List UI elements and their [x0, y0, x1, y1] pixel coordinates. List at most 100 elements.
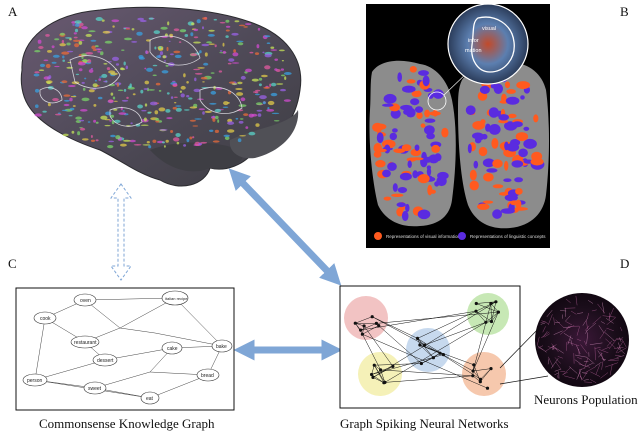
gsnn-node	[478, 377, 483, 381]
flatmap-blob	[410, 148, 422, 157]
neuron-fiber	[570, 310, 577, 315]
brain-speckle	[159, 46, 162, 49]
neuron-fiber	[577, 357, 582, 360]
kg-node-eat	[140, 391, 160, 405]
brain-speckle	[257, 27, 261, 31]
neuron-fiber	[542, 326, 546, 333]
neuron-fiber	[601, 361, 603, 370]
brain-speckle	[122, 139, 131, 142]
brain-speckle	[72, 24, 75, 26]
neuron-fiber	[605, 362, 618, 368]
brain-speckle	[52, 54, 60, 58]
kg-node-bread-label: bread	[201, 373, 214, 379]
brain-speckle	[238, 120, 244, 124]
brain-speckle	[82, 138, 89, 141]
brain-speckle	[222, 106, 229, 109]
brain-speckle	[35, 104, 39, 108]
brain-speckle	[212, 140, 220, 143]
brain-speckle	[78, 68, 83, 72]
brain-speckle	[271, 112, 280, 115]
gsnn-edge	[376, 311, 499, 324]
brain-speckle	[165, 139, 169, 143]
flatmap-blob	[422, 75, 430, 87]
flatmap-blob	[406, 79, 416, 84]
brain-speckle	[137, 104, 144, 109]
brain-speckle	[234, 20, 240, 23]
brain-speckle	[256, 44, 260, 49]
brain-speckle	[233, 49, 237, 53]
gsnn-node	[379, 368, 383, 372]
gsnn-edge	[372, 316, 418, 339]
gsnn-edge	[491, 311, 499, 322]
flatmap-blob	[503, 178, 512, 182]
panel-letter-c: C	[8, 256, 17, 271]
inset-label-line3: mation	[465, 48, 482, 54]
brain-speckle	[88, 69, 94, 73]
gsnn-edge	[372, 301, 497, 378]
inset-label-line2: infor	[468, 38, 479, 44]
gsnn-edge	[362, 334, 381, 371]
brain-speckle	[75, 116, 82, 120]
brain-speckle	[217, 119, 220, 123]
brain-speckle	[90, 67, 93, 70]
neuron-fiber	[591, 309, 597, 312]
flatmap-blob	[409, 66, 417, 73]
brain-speckle	[186, 81, 189, 84]
brain-speckle	[146, 141, 150, 144]
brain-speckle	[208, 43, 215, 45]
gsnn-node	[418, 343, 422, 347]
brain-speckle	[105, 111, 112, 116]
brain-speckle	[117, 89, 124, 92]
neuron-fiber	[576, 345, 581, 355]
brain-speckle	[194, 118, 202, 120]
brain-speckle	[154, 46, 157, 50]
brain-speckle	[161, 36, 168, 38]
brain-speckle	[163, 60, 167, 62]
neuron-fiber	[565, 325, 575, 329]
flatmap-blob	[424, 109, 430, 118]
brain-speckle	[225, 19, 230, 23]
neuron-fibers	[537, 295, 627, 383]
kg-node-restaurant	[70, 335, 100, 349]
flatmap-blob	[515, 132, 529, 142]
brain-speckle	[72, 105, 76, 107]
brain-speckle	[66, 42, 71, 46]
brain-speckle	[147, 111, 152, 114]
brain-speckle	[80, 127, 86, 131]
brain-speckle	[95, 17, 103, 21]
flatmap-blob	[420, 123, 426, 128]
brain-speckle	[169, 53, 174, 56]
brain-speckle	[106, 67, 111, 71]
brain-speckle	[179, 90, 182, 93]
flatmap-blob	[418, 70, 429, 76]
neuron-fiber	[578, 363, 591, 368]
brain-speckle	[174, 54, 182, 59]
flatmap-blob	[411, 90, 422, 98]
flatmap-blob	[511, 160, 524, 168]
brain-speckle	[34, 50, 41, 53]
neuron-fiber	[584, 381, 593, 383]
flatmap-blob	[483, 172, 494, 182]
brain-speckle	[232, 52, 239, 57]
flatmap-blob	[427, 184, 433, 196]
brain-speckle	[207, 34, 215, 37]
brain-speckle	[97, 96, 103, 100]
brain-speckle	[51, 45, 55, 49]
brain-speckle	[202, 81, 205, 83]
brain-speckle	[264, 65, 271, 70]
brain-speckle	[189, 106, 198, 109]
gsnn-edge	[417, 310, 477, 339]
flatmap-blob	[523, 126, 530, 131]
flatmap-blob	[467, 143, 472, 154]
brain-speckle	[103, 63, 108, 65]
brain-speckle	[258, 83, 262, 87]
brain-speckle	[225, 25, 231, 28]
brain-speckle	[191, 22, 195, 26]
flatmap-blob	[390, 108, 401, 119]
gsnn-node	[391, 364, 395, 368]
kg-node-cake-label: cake	[167, 346, 178, 352]
brain-speckle	[140, 124, 149, 126]
neuron-fiber	[563, 333, 574, 340]
brain-speckle	[67, 50, 74, 53]
